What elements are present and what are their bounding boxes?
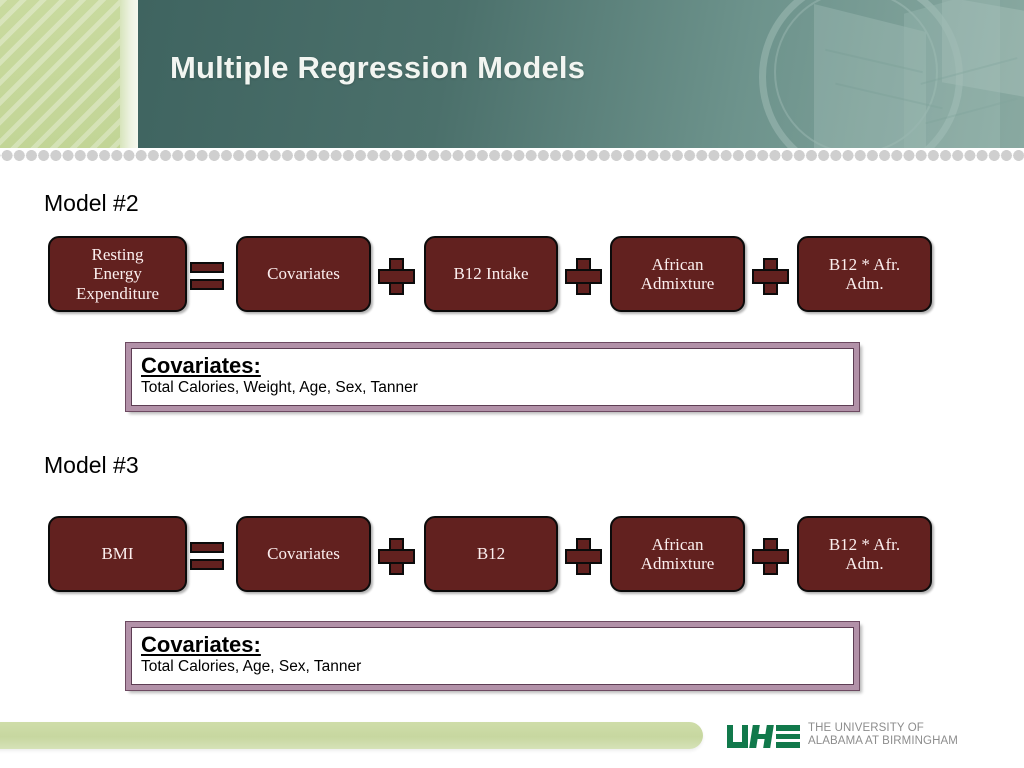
box-line-2: Admixture (640, 274, 715, 293)
box-line-1: B12 * Afr. (828, 534, 901, 554)
uab-building-seal-watermark-icon (754, 0, 1024, 148)
box-line-2: Admixture (640, 554, 715, 573)
box-b12-intake[interactable]: B12 Intake (424, 236, 558, 312)
box-line-3: Expenditure (75, 283, 160, 303)
plus-operator-icon-4 (378, 538, 415, 575)
uab-wordmark-icon (727, 722, 801, 748)
seal-ring-inner (774, 0, 938, 148)
box-b12-african-interaction-model2[interactable]: B12 * Afr. Adm. (797, 236, 932, 312)
box-line-1: B12 * Afr. (828, 254, 901, 274)
callout-title: Covariates: (141, 353, 261, 378)
header-green-stripe (0, 0, 120, 148)
slide-title: Multiple Regression Models (170, 50, 586, 85)
slide-header: Multiple Regression Models (0, 0, 1024, 148)
box-line-1: African (651, 534, 704, 554)
box-b12-african-interaction-model3[interactable]: B12 * Afr. Adm. (797, 516, 932, 592)
callout-title: Covariates: (141, 632, 261, 657)
box-label: Covariates (267, 264, 340, 284)
covariates-callout-model2: Covariates: Total Calories, Weight, Age,… (125, 342, 860, 412)
callout-list: Total Calories, Age, Sex, Tanner (141, 658, 362, 675)
box-b12[interactable]: B12 (424, 516, 558, 592)
dotted-divider (0, 150, 1024, 161)
model-2-label: Model #2 (44, 190, 139, 216)
box-line-2: Adm. (845, 554, 884, 573)
seal-ring-outer (759, 0, 963, 148)
box-resting-energy-expenditure[interactable]: Resting Energy Expenditure (48, 236, 187, 312)
plus-operator-icon-1 (378, 258, 415, 295)
uab-name-line-1: THE UNIVERSITY OF (808, 722, 924, 735)
header-background (137, 0, 1024, 148)
box-covariates-model3[interactable]: Covariates (236, 516, 371, 592)
callout-list: Total Calories, Weight, Age, Sex, Tanner (141, 379, 418, 396)
box-african-admixture-model3[interactable]: African Admixture (610, 516, 745, 592)
uab-logo: THE UNIVERSITY OF ALABAMA AT BIRMINGHAM (727, 716, 958, 754)
box-label: BMI (101, 544, 134, 564)
plus-operator-icon-3 (752, 258, 789, 295)
footer-green-bar (0, 722, 703, 749)
box-covariates-model2[interactable]: Covariates (236, 236, 371, 312)
plus-operator-icon-2 (565, 258, 602, 295)
box-line-1: Resting (91, 245, 144, 265)
box-label: B12 (476, 544, 506, 564)
plus-operator-icon-6 (752, 538, 789, 575)
box-label: B12 Intake (453, 264, 529, 284)
box-african-admixture-model2[interactable]: African Admixture (610, 236, 745, 312)
watermark-building-3 (942, 0, 1024, 98)
equals-operator-icon (190, 258, 226, 294)
covariates-callout-model3: Covariates: Total Calories, Age, Sex, Ta… (125, 621, 860, 691)
box-line-2: Adm. (845, 274, 884, 293)
box-line-2: Energy (93, 264, 142, 284)
equals-operator-icon-2 (190, 538, 226, 574)
box-label: Covariates (267, 544, 340, 564)
plus-operator-icon-5 (565, 538, 602, 575)
uab-university-name: THE UNIVERSITY OF ALABAMA AT BIRMINGHAM (808, 722, 958, 748)
model-3-label: Model #3 (44, 452, 139, 478)
box-bmi[interactable]: BMI (48, 516, 187, 592)
uab-name-line-2: ALABAMA AT BIRMINGHAM (808, 735, 958, 747)
box-line-1: African (651, 254, 704, 274)
header-stripe-fade (120, 0, 138, 148)
